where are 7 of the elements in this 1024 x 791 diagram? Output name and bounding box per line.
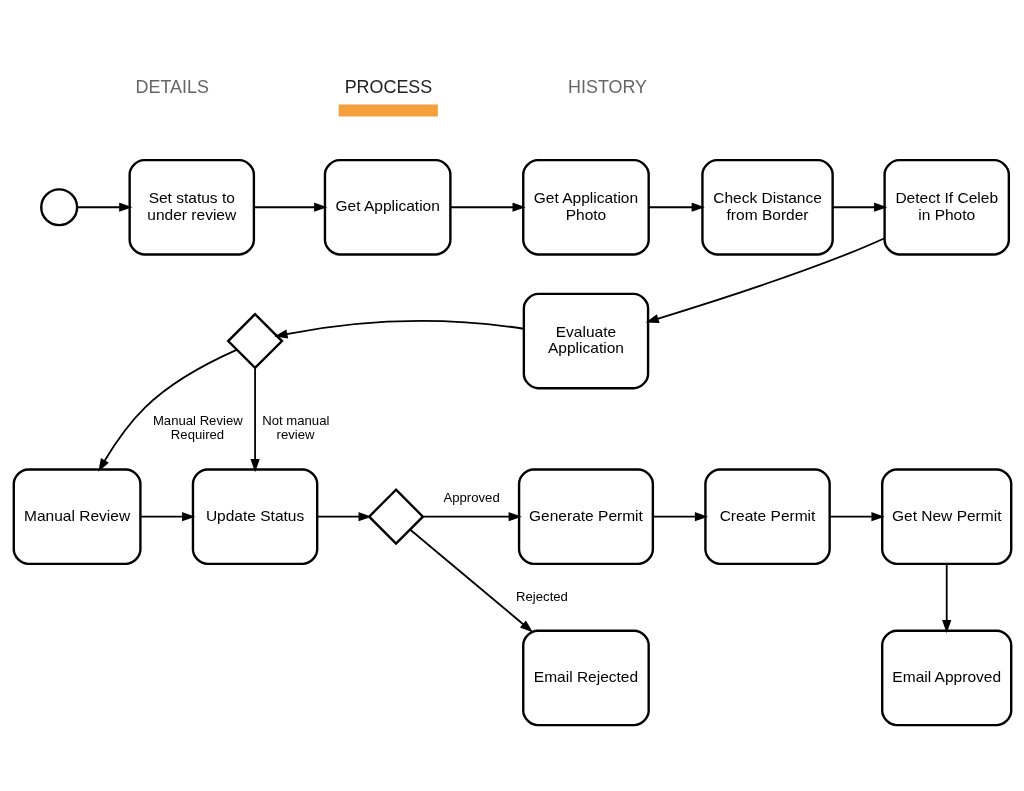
edge-label: Rejected — [515, 588, 568, 604]
label: PROCESS — [344, 76, 432, 97]
edge-label: Not manual review — [261, 412, 329, 442]
edge-label: Manual Review Required — [152, 412, 243, 442]
edge-label: Approved — [443, 489, 500, 505]
label: DETAILS — [135, 76, 209, 97]
label: HISTORY — [567, 76, 647, 97]
